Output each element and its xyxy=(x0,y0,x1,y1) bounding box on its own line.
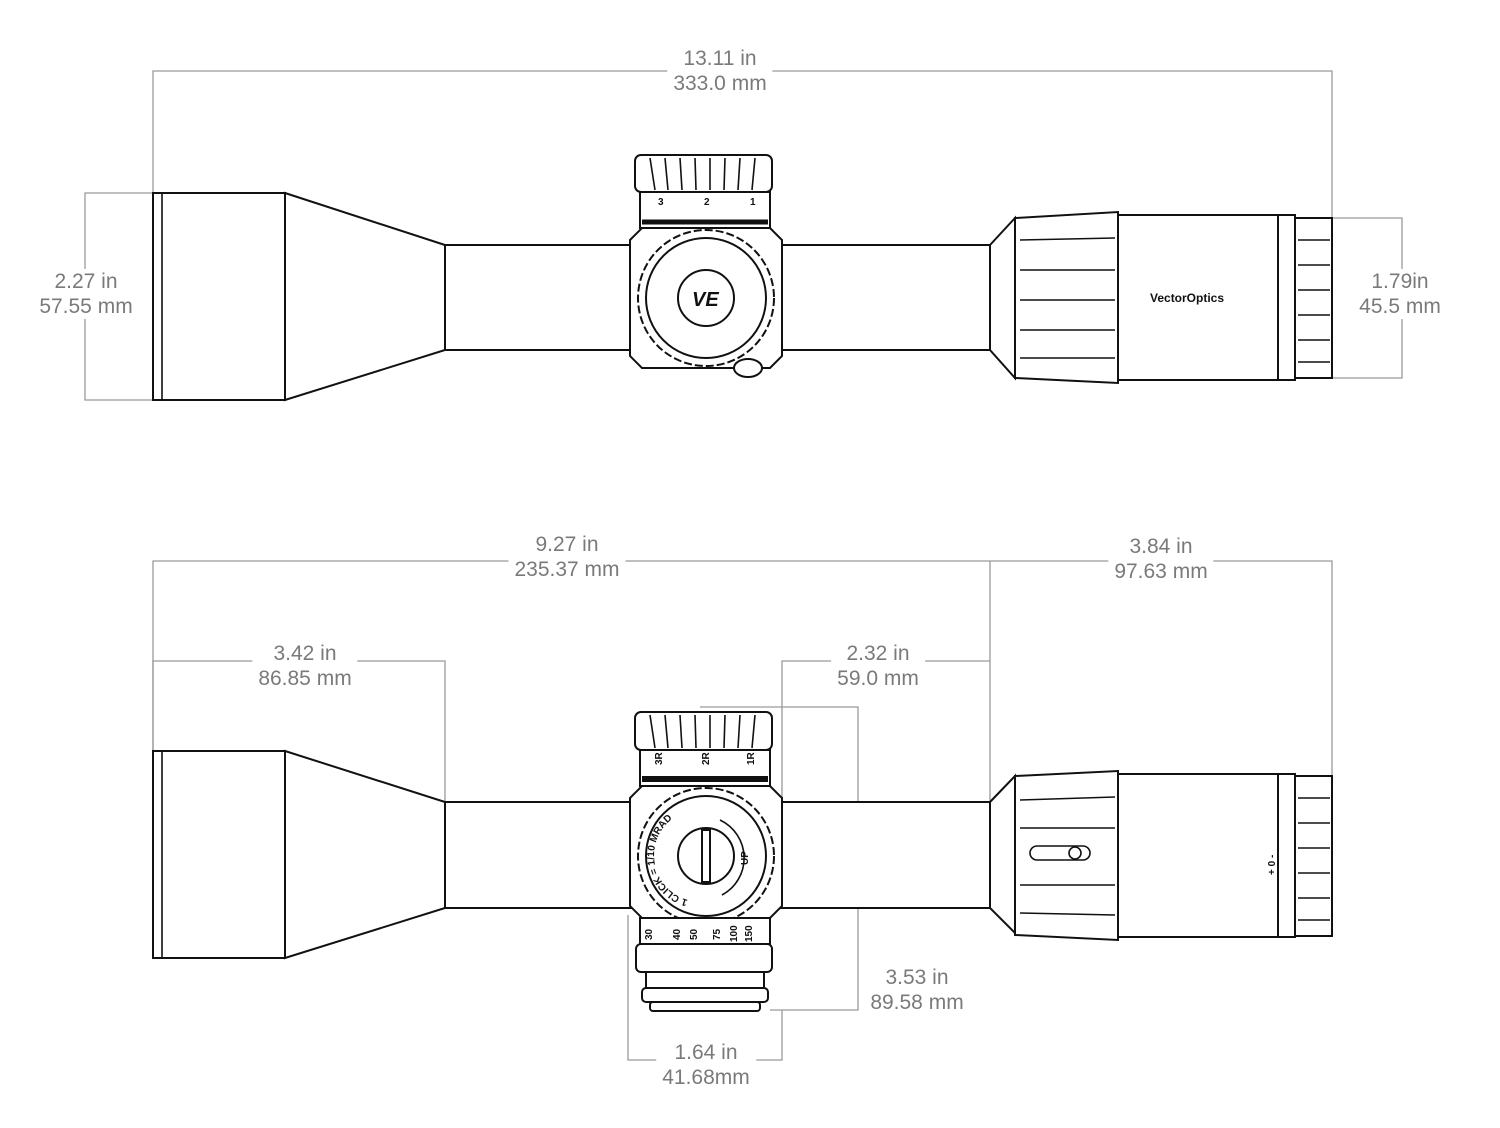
elevation-turret-cap xyxy=(634,154,773,193)
scale-mark: 1R xyxy=(746,751,757,765)
brand-text: VectorOptics xyxy=(1150,291,1224,305)
turret-up-label: UP xyxy=(740,851,751,865)
parallax-mark: 100 xyxy=(729,925,740,942)
illumination-knob xyxy=(733,358,763,378)
brand-logo-icon xyxy=(677,269,735,327)
diopter-ring xyxy=(1294,217,1333,379)
parallax-mark: 30 xyxy=(644,928,655,940)
scale-mark: 3R xyxy=(654,751,665,765)
parallax-knob xyxy=(635,943,773,973)
scope-top-view: 3 2 1 VE VectorOptics xyxy=(152,154,1333,402)
scale-mark: 2 xyxy=(704,197,710,208)
parallax-mark: 40 xyxy=(672,928,683,940)
diopter-marks: + 0 - xyxy=(1267,855,1278,875)
svg-text:VE: VE xyxy=(692,289,719,311)
parallax-mark: 50 xyxy=(689,928,700,940)
scale-mark: 3 xyxy=(658,197,664,208)
objective-taper xyxy=(284,191,446,402)
power-ring xyxy=(1014,210,1119,385)
objective-bell xyxy=(152,192,286,401)
scope-side-view: 3R 2R 1R 1 CLICK = 1/10 MRAD UP 30 40 50… xyxy=(152,711,1333,1012)
parallax-mark: 75 xyxy=(712,928,723,940)
parallax-mark: 150 xyxy=(744,925,755,942)
eyepiece xyxy=(1117,214,1279,381)
scale-mark: 2R xyxy=(701,751,712,765)
scale-mark: 1 xyxy=(750,197,756,208)
